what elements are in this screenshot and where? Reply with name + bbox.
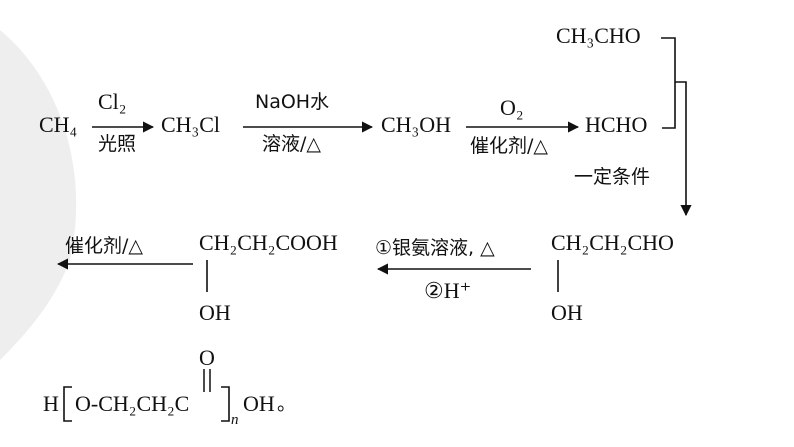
polymer-chain: O-CH₂CH₂C: [75, 391, 190, 416]
polymer-repeat-n: n: [231, 412, 239, 428]
compound-ch3oh: CH₃OH: [381, 112, 452, 137]
condition-silver-ammonia: ①银氨溶液, △: [375, 237, 495, 259]
condition-light: 光照: [98, 133, 137, 155]
polymer-h: H: [43, 391, 59, 416]
polymer-bracket-right: [221, 386, 230, 422]
watermark-swoosh: [0, 30, 77, 360]
compound-hydroxy-acid: CH₂CH₂COOH: [199, 230, 338, 255]
polymer-oh: OH: [243, 391, 275, 416]
acid-oh: OH: [199, 300, 231, 325]
condition-certain: 一定条件: [574, 166, 651, 188]
bracket-outer: [675, 81, 692, 217]
polymer-carbonyl-o: O: [199, 345, 215, 370]
compound-hydroxy-aldehyde: CH₂CH₂CHO: [551, 230, 674, 255]
polymer-period: 。: [277, 393, 297, 415]
condition-catalyst-heat-1: 催化剂/△: [470, 135, 549, 157]
compound-ch3cl: CH₃Cl: [161, 112, 221, 137]
compound-ch4: CH₄: [39, 112, 78, 137]
condition-acidify: ②H⁺: [424, 278, 472, 303]
compound-hcho: HCHO: [585, 112, 648, 137]
condition-catalyst-heat-2: 催化剂/△: [65, 235, 144, 257]
condition-cl2: Cl₂: [98, 89, 127, 114]
condition-o2: O₂: [500, 95, 524, 120]
condition-solution-heat: 溶液/△: [262, 133, 322, 155]
compound-ch3cho: CH₃CHO: [556, 23, 641, 48]
bracket-combine: [661, 37, 676, 129]
polymer-bracket-left: [63, 386, 72, 422]
aldehyde-oh: OH: [551, 300, 583, 325]
condition-naoh: NaOH水: [255, 91, 330, 113]
